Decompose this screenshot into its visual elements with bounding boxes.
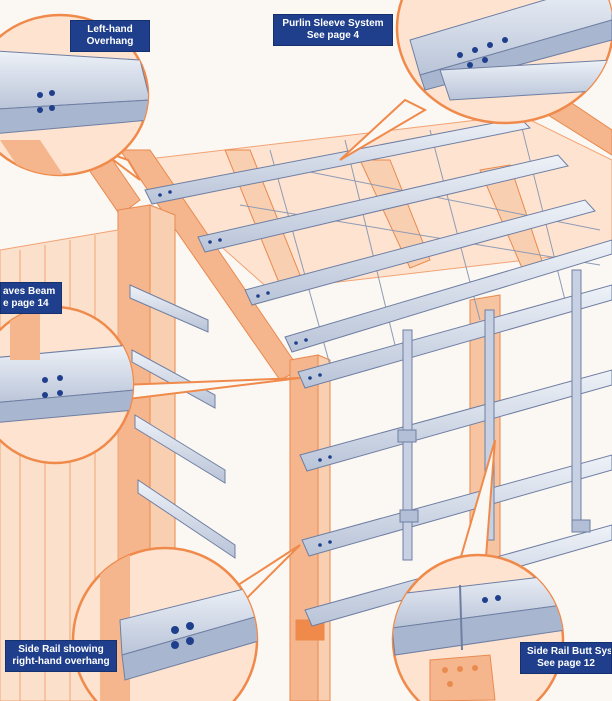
callout-detail-eaves-beam [0, 305, 135, 465]
roof-purlins [144, 117, 612, 389]
purlin-sleeve-line2: See page 4 [306, 30, 360, 41]
eaves-beam-line1: aves Beam [3, 286, 56, 297]
left-hand-overhang-line1: Left-hand [87, 24, 133, 35]
side-rail-overhang-line2: right-hand overhang [12, 656, 110, 667]
purlin-sleeve-label: Purlin Sleeve System See page 4 [273, 14, 393, 46]
callout-detail-left-overhang [0, 13, 150, 177]
side-rail-butt-label: Side Rail Butt Syste See page 12 [520, 642, 612, 674]
callout-pointers [99, 98, 496, 617]
left-hand-overhang-line2: Overhang [86, 36, 134, 47]
eaves-beam-label: aves Beam e page 14 [0, 282, 62, 314]
bolt-holes [158, 190, 332, 547]
wall-posts [397, 269, 591, 561]
purlin-sleeve-line1: Purlin Sleeve System [282, 18, 384, 29]
left-hand-overhang-label: Left-hand Overhang [70, 20, 150, 52]
eaves-beam-line2: e page 14 [3, 298, 49, 309]
side-rail-butt-line1: Side Rail Butt Syste [527, 646, 611, 657]
side-rail-overhang-label: Side Rail showing right-hand overhang [5, 640, 117, 672]
callout-detail-side-rail-overhang [71, 546, 259, 701]
side-rail-overhang-line1: Side Rail showing [18, 644, 104, 655]
side-rail-butt-line2: See page 12 [537, 658, 595, 669]
callout-detail-purlin-sleeve [395, 0, 612, 125]
